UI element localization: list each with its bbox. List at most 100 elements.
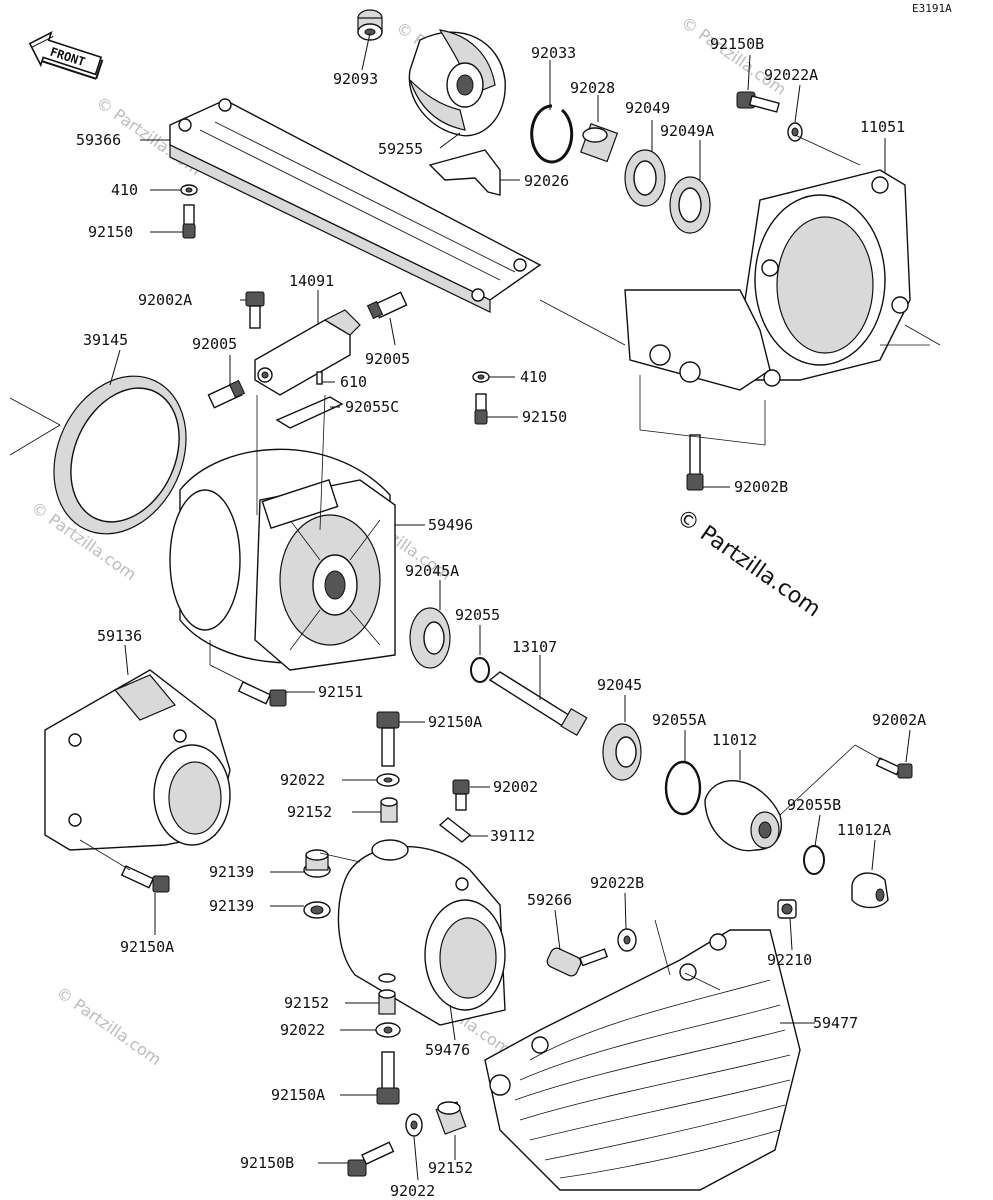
label-92150-mid: 92150 [522, 408, 567, 426]
part-59366-cover [169, 98, 542, 313]
label-11012A: 11012A [837, 821, 891, 839]
label-92055A: 92055A [652, 711, 706, 729]
part-92055A-oring [664, 760, 702, 816]
part-92151-bolt [237, 681, 287, 707]
part-92045-bearing [602, 723, 642, 781]
part-39145-ring [53, 375, 187, 535]
label-59477: 59477 [813, 1014, 858, 1032]
label-92028: 92028 [570, 79, 615, 97]
label-14091: 14091 [289, 272, 334, 290]
watermark-3: © Partzilla.com [678, 13, 790, 99]
label-92150A-low: 92150A [271, 1086, 325, 1104]
part-92022A-washer [787, 122, 803, 142]
part-92152-collar-low [378, 973, 396, 1015]
label-59366: 59366 [76, 131, 121, 149]
label-13107: 13107 [512, 638, 557, 656]
watermark-6: © Partzilla.com [53, 983, 165, 1069]
part-11051-housing [624, 169, 911, 391]
part-92002A-bolt-right [875, 757, 913, 779]
label-410-mid: 410 [520, 368, 547, 386]
part-59136-nozzle [44, 669, 231, 851]
part-92033-circlip [530, 104, 574, 164]
part-92049-seal [624, 149, 666, 207]
label-92005-right: 92005 [365, 350, 410, 368]
label-39112: 39112 [490, 827, 535, 845]
part-92093 [357, 9, 383, 41]
part-92026-plate [428, 149, 501, 196]
label-92026: 92026 [524, 172, 569, 190]
label-92022B: 92022B [590, 874, 644, 892]
label-92002: 92002 [493, 778, 538, 796]
label-92045: 92045 [597, 676, 642, 694]
part-92152-collar-mid [380, 797, 398, 823]
part-92139-bushing-a [303, 849, 331, 878]
part-39112-lever [438, 817, 472, 843]
part-92139-bushing-b [303, 901, 331, 919]
part-410-washer [180, 184, 198, 196]
labels: 92093 59255 92033 92028 92049 92049A 921… [76, 35, 926, 1200]
part-92022-washer-bottom [405, 1113, 423, 1137]
label-11051: 11051 [860, 118, 905, 136]
part-92022-washer-mid [376, 773, 400, 787]
label-92049A: 92049A [660, 122, 714, 140]
part-59255-impeller [408, 29, 506, 137]
label-410-top: 410 [111, 181, 138, 199]
label-92022-low: 92022 [280, 1021, 325, 1039]
part-13107-shaft [488, 671, 588, 736]
label-92055C: 92055C [345, 398, 399, 416]
diagram-code: E3191A [912, 2, 952, 15]
part-410-washer-mid [472, 371, 490, 383]
label-92150-top: 92150 [88, 223, 133, 241]
label-59136: 59136 [97, 627, 142, 645]
label-59476: 59476 [425, 1041, 470, 1059]
part-92150B-bolt-bottom [347, 1141, 395, 1177]
label-92002A-left: 92002A [138, 291, 192, 309]
label-610: 610 [340, 373, 367, 391]
label-59496: 59496 [428, 516, 473, 534]
label-92022-bottom: 92022 [390, 1182, 435, 1200]
label-92150A-mid: 92150A [428, 713, 482, 731]
label-92150B-bottom: 92150B [240, 1154, 294, 1172]
part-59476-steering-nozzle [337, 839, 506, 1026]
label-92055B: 92055B [787, 796, 841, 814]
part-92005-fitting-right [366, 291, 408, 320]
label-92002B: 92002B [734, 478, 788, 496]
part-92150B-bolt [736, 91, 780, 113]
part-92150-bolt [182, 204, 196, 239]
label-92045A: 92045A [405, 562, 459, 580]
label-92005-left: 92005 [192, 335, 237, 353]
label-11012: 11012 [712, 731, 757, 749]
label-92033: 92033 [531, 44, 576, 62]
label-92139-a: 92139 [209, 863, 254, 881]
label-92152-bottom: 92152 [428, 1159, 473, 1177]
label-59255: 59255 [378, 140, 423, 158]
part-610-pin [316, 371, 323, 385]
label-39145: 39145 [83, 331, 128, 349]
label-92022A: 92022A [764, 66, 818, 84]
part-59496-pump-case [169, 448, 396, 671]
part-92150A-bolt-left [120, 865, 170, 893]
part-92150A-bolt-mid [376, 711, 400, 767]
label-59266: 59266 [527, 891, 572, 909]
part-92055-oring [470, 657, 490, 683]
part-14091-sensor [254, 309, 361, 396]
label-92139-b: 92139 [209, 897, 254, 915]
part-92150-bolt-mid [474, 393, 488, 425]
label-92210: 92210 [767, 951, 812, 969]
part-92022-washer-low [375, 1022, 401, 1038]
part-92022B-washer [617, 928, 637, 952]
label-92049: 92049 [625, 99, 670, 117]
brand-text: © Partzilla.com [672, 504, 825, 622]
part-59477-cover [484, 929, 801, 1191]
part-59266-fitting [546, 947, 609, 977]
label-92152-mid: 92152 [287, 803, 332, 821]
part-92002-bolt [452, 779, 470, 811]
part-92028-sleeve [580, 123, 619, 163]
label-92150B-top: 92150B [710, 35, 764, 53]
part-92005-fitting-left [207, 379, 246, 409]
part-92152-collar-bottom [435, 1101, 467, 1135]
label-92002A-right: 92002A [872, 711, 926, 729]
part-92049A-seal [669, 176, 711, 234]
part-92002A-bolt [245, 291, 265, 329]
